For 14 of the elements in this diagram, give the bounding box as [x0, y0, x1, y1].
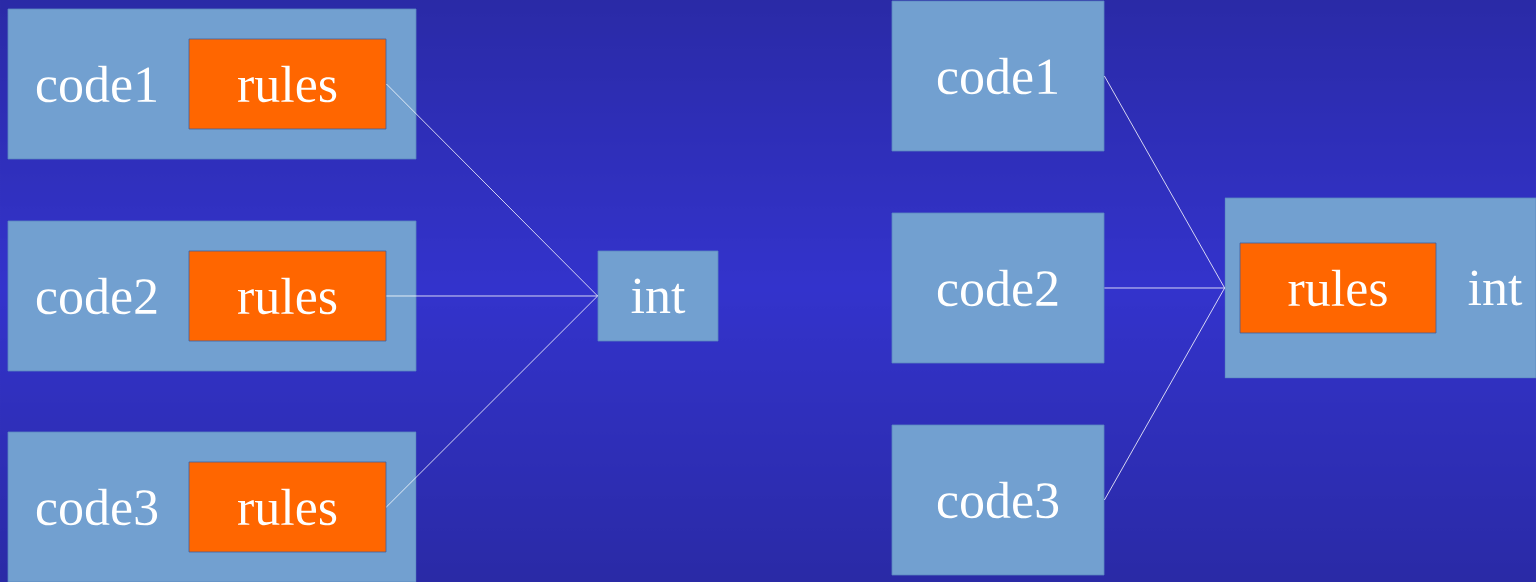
int-box: int	[597, 250, 719, 342]
rules-box: rules	[188, 38, 387, 130]
connector-line	[1104, 75, 1225, 289]
code-box: code2	[891, 212, 1105, 364]
rules-box: rules	[188, 250, 387, 342]
connector-line	[1104, 287, 1225, 289]
connector-line	[386, 295, 598, 508]
code-box: code1	[891, 0, 1105, 152]
code-box: code3	[891, 424, 1105, 576]
connector-line	[386, 295, 598, 297]
connector-line	[386, 83, 598, 297]
rules-box: rules	[1239, 242, 1437, 334]
connector-line	[1104, 287, 1225, 501]
rules-box: rules	[188, 461, 387, 553]
